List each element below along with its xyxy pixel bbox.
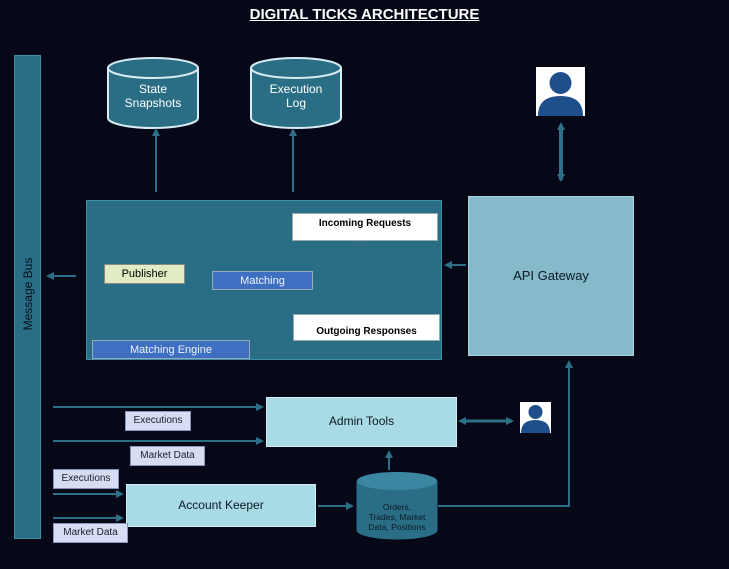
matching-box: Matching bbox=[212, 271, 313, 290]
message-bus bbox=[14, 55, 41, 539]
diagram-title: DIGITAL TICKS ARCHITECTURE bbox=[249, 6, 480, 23]
state-snapshots-line-1: State bbox=[138, 82, 168, 96]
matching-engine-label: Matching Engine bbox=[92, 340, 250, 359]
account-keeper-box bbox=[126, 484, 316, 527]
executions-admin-tag: Executions bbox=[125, 411, 191, 431]
orders-db-line-1: Orders, bbox=[382, 502, 412, 512]
execution-log-label: Execution Log bbox=[251, 82, 341, 110]
orders-db-line-2: Trades, Market bbox=[368, 512, 426, 522]
api-gateway-label: API Gateway bbox=[513, 268, 589, 283]
outgoing-responses-box: Outgoing Responses bbox=[293, 314, 440, 341]
market-data-admin-tag: Market Data bbox=[130, 446, 205, 466]
orders-db-label: Orders, Trades, Market Data, Positions bbox=[357, 502, 437, 532]
admin-tools-label: Admin Tools bbox=[328, 414, 395, 428]
user-icon bbox=[536, 67, 585, 116]
executions-keeper-tag: Executions bbox=[53, 469, 119, 489]
admin-tools-box bbox=[266, 397, 457, 447]
orders-db-line-3: Data, Positions bbox=[368, 522, 426, 532]
state-snapshots-label: State Snapshots bbox=[108, 82, 198, 110]
execution-log-database-icon bbox=[250, 57, 342, 129]
execution-log-line-1: Execution bbox=[269, 82, 323, 96]
incoming-requests-box: Incoming Requests bbox=[292, 213, 438, 241]
execution-log-line-2: Log bbox=[285, 96, 307, 110]
state-snapshots-line-2: Snapshots bbox=[124, 96, 182, 110]
market-data-keeper-tag: Market Data bbox=[53, 523, 128, 543]
orders-database-icon bbox=[356, 472, 438, 540]
publisher-box: Publisher bbox=[104, 264, 185, 284]
account-keeper-label: Account Keeper bbox=[178, 498, 264, 512]
api-gateway-box bbox=[468, 196, 634, 356]
admin-user-icon bbox=[520, 402, 551, 433]
